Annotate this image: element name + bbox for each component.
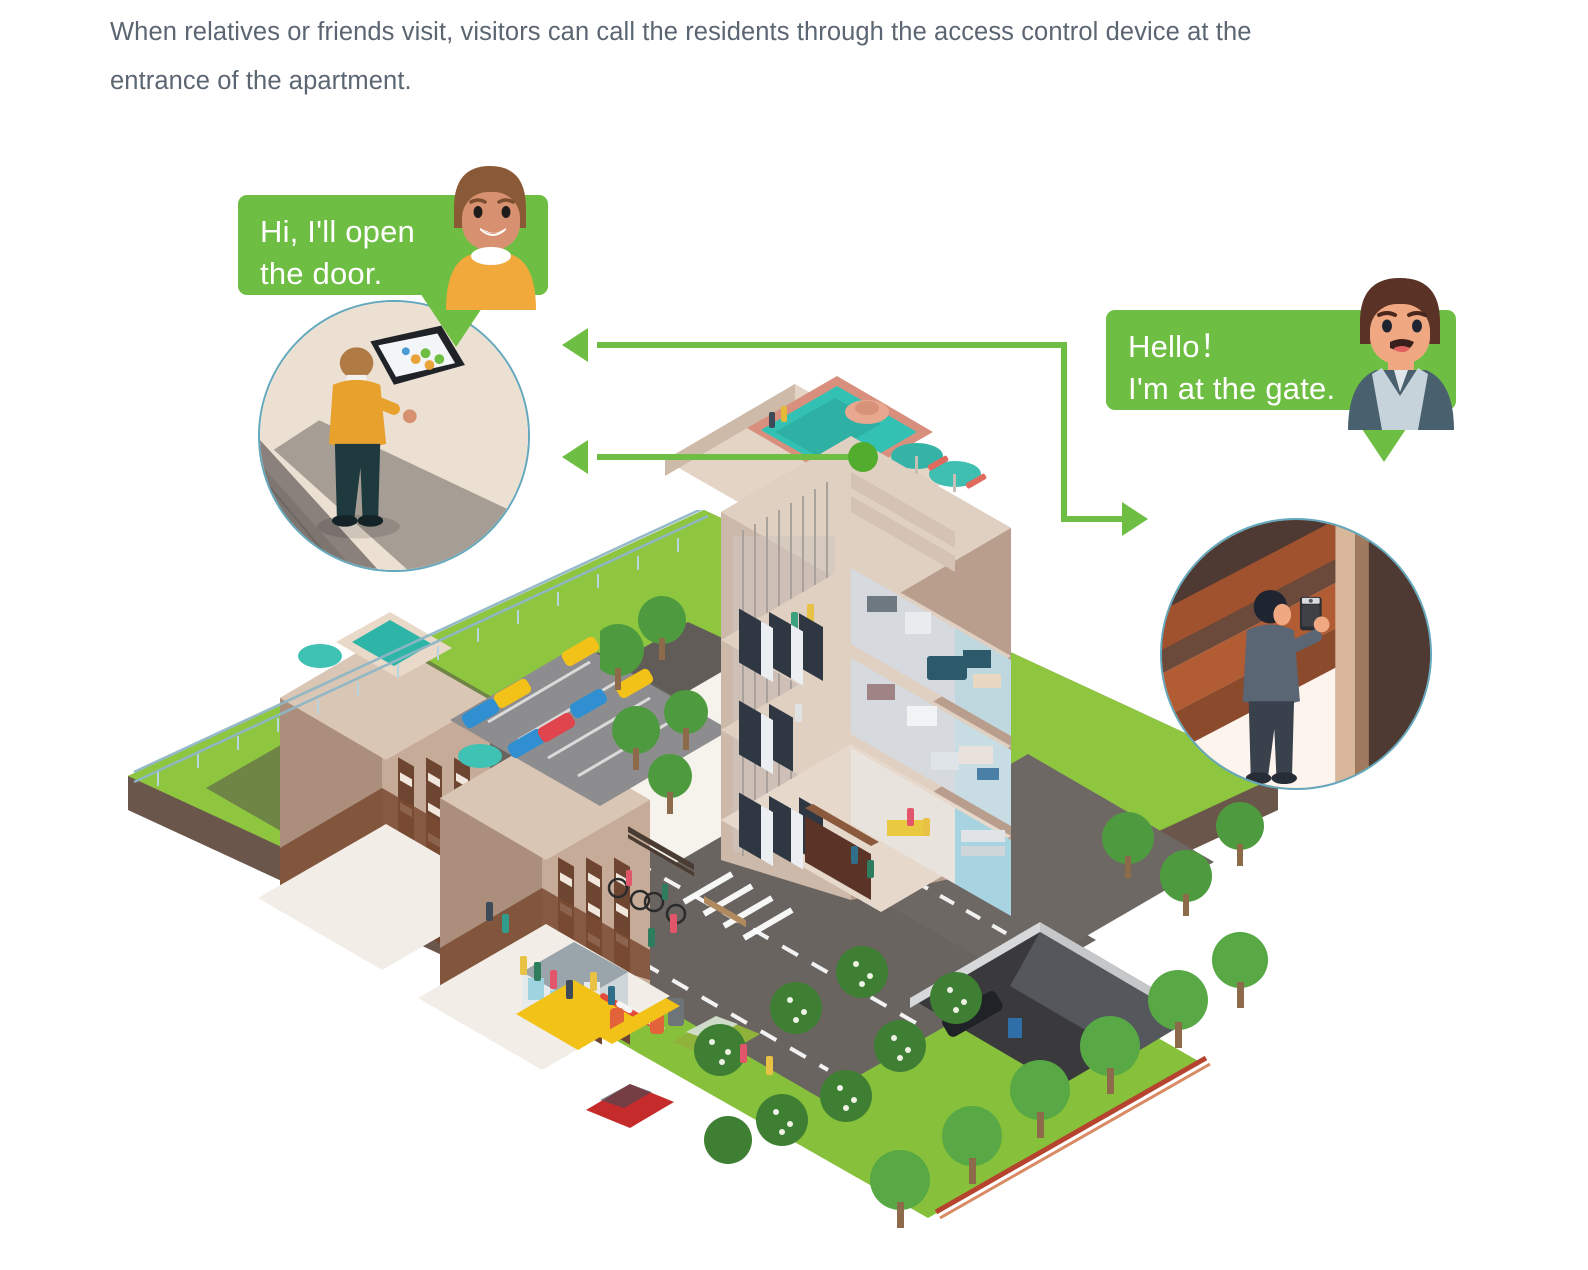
visitor-bubble-line-2: I'm at the gate. [1128,371,1336,406]
visitor-bubble-line-1: Hello！ [1128,329,1231,364]
perimeter-fence [133,510,709,786]
plaza-props [607,826,746,928]
gate-line-horizontal [1061,516,1126,522]
guard-booth [516,942,684,1050]
pedestrians [486,902,773,1075]
illustration-scene: Hi, I'll open the door. Hello！ I'm at th… [0,110,1588,1228]
page-title: When relatives or friends visit, visitor… [110,8,1458,106]
vegetation [600,596,1268,1228]
main-apartment-tower [665,376,1011,916]
intro-line-2: entrance of the apartment. [110,67,412,95]
access-control-inset [1160,518,1432,790]
gate-arrowhead [1122,502,1148,536]
visitor-avatar [1348,278,1454,430]
call-room-line [597,454,865,460]
resident-avatar [446,166,536,310]
resident-bubble-line-2: the door. [260,256,383,291]
call-room-arrowhead [562,440,588,474]
intro-line-1: When relatives or friends visit, visitor… [110,18,1252,46]
call-up-arrowhead [562,328,588,362]
gate-line-vertical [1061,342,1067,522]
resident-bubble-line-1: Hi, I'll open [260,214,415,249]
red-car [586,1084,674,1128]
apartment-highlight-dot [848,442,878,472]
call-up-line [597,342,1067,348]
